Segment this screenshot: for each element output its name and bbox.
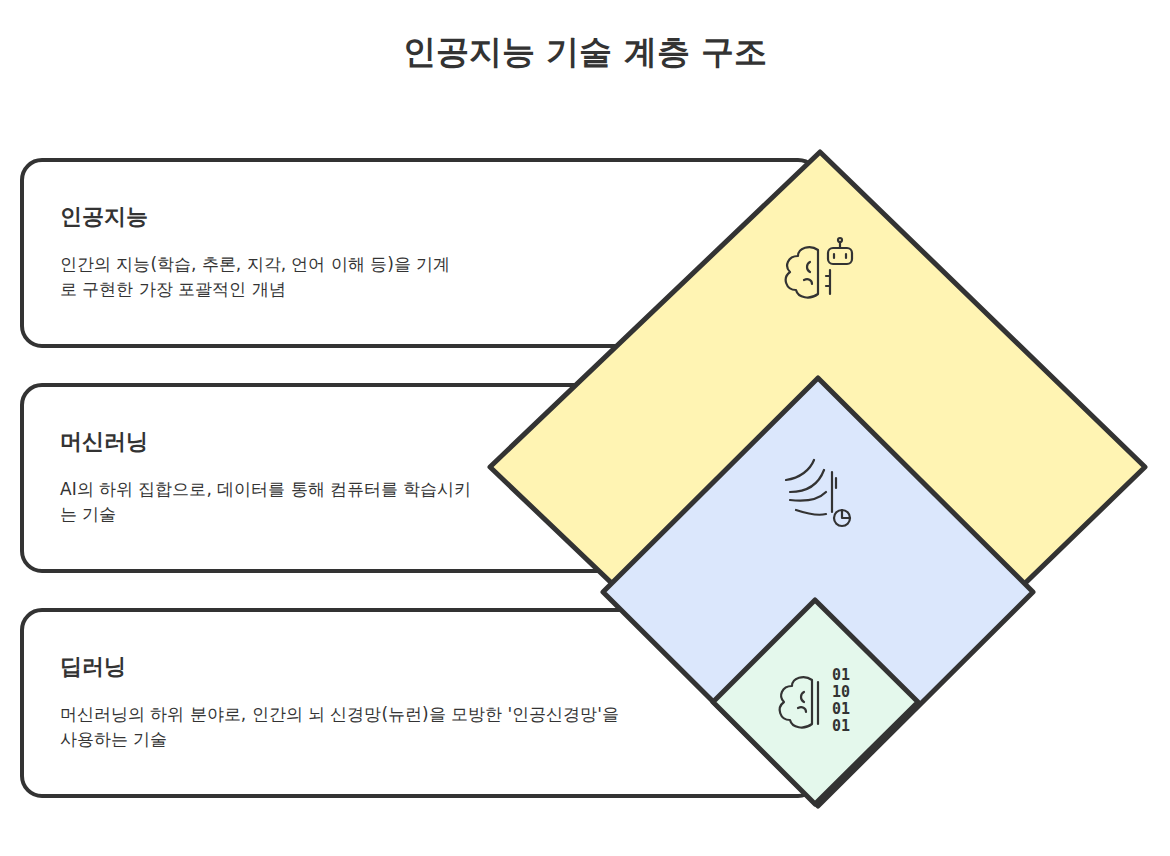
box-body: 인간의 지능(학습, 추론, 지각, 언어 이해 등)을 기계로 구현한 가장 … [60,252,455,301]
binary-digits: 01 [832,668,850,683]
box-heading: 딥러닝 [60,652,620,682]
binary-digits: 10 [832,685,850,700]
diagram-title: 인공지능 기술 계층 구조 [0,30,1170,75]
box-body: 머신러닝의 하위 분야로, 인간의 뇌 신경망(뉴런)을 모방한 '인공신경망'… [60,702,620,751]
dl-diamond [713,600,918,804]
binary-digits: 01 [832,719,850,734]
icons [780,238,852,727]
box-heading: 인공지능 [60,202,455,232]
box-body: AI의 하위 집합으로, 데이터를 통해 컴퓨터를 학습시키는 기술 [60,477,475,526]
binary-digits: 01 [832,702,850,717]
box-heading: 머신러닝 [60,427,475,457]
ml-diamond [603,378,1033,806]
